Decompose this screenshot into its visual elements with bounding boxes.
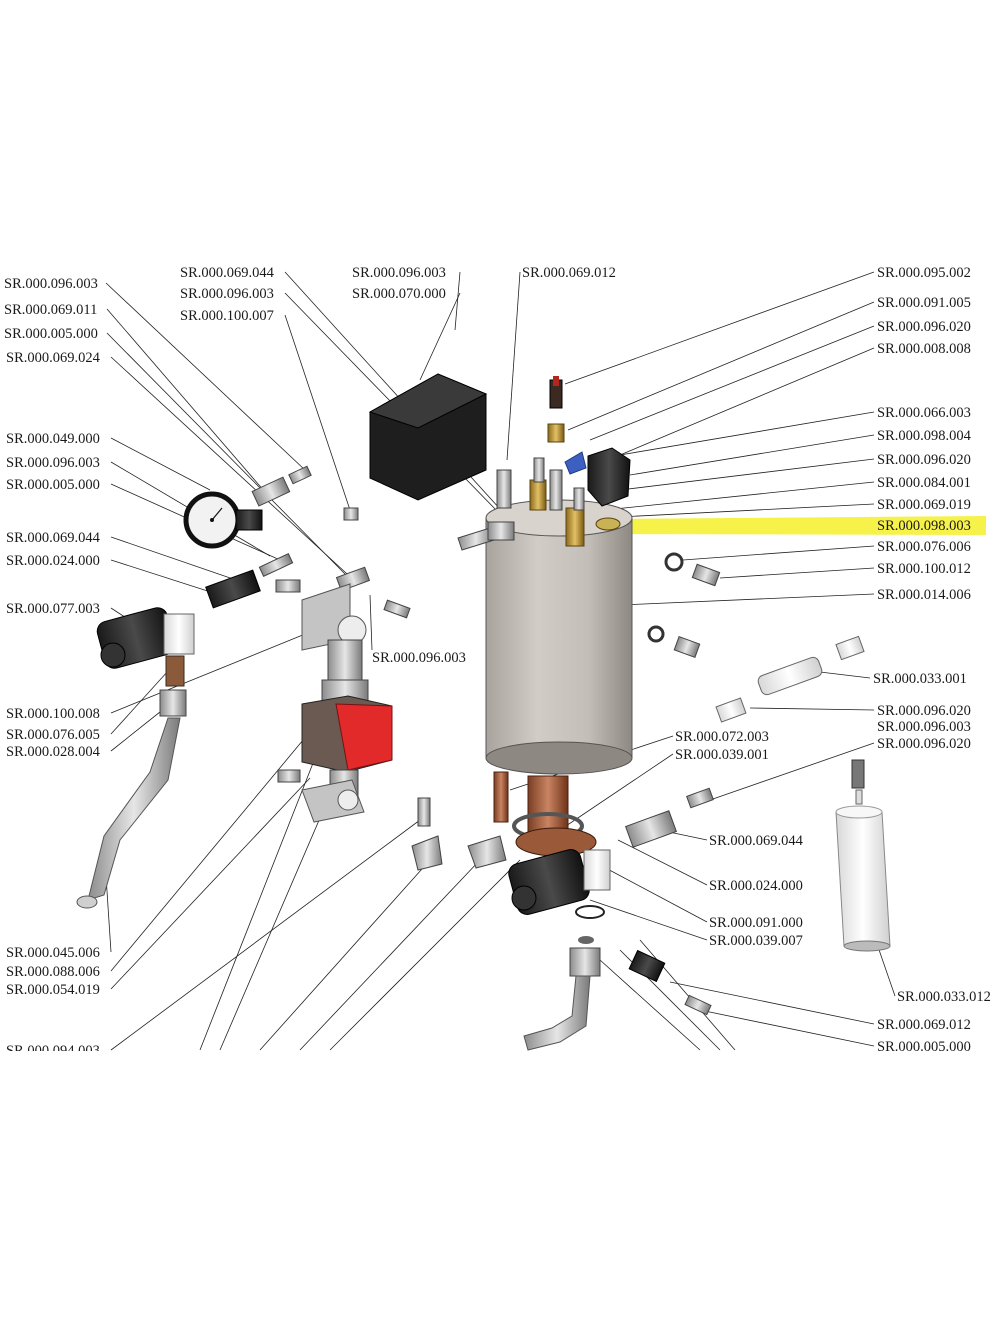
part-label: SR.000.072.003 (675, 729, 769, 745)
left-fittings (205, 566, 411, 619)
part-label: SR.000.098.004 (877, 428, 972, 444)
part-label: SR.000.096.020 (877, 703, 971, 719)
part-label: SR.000.014.006 (877, 587, 971, 603)
boiler-tank (485, 499, 633, 775)
part-label: SR.000.039.001 (675, 747, 769, 763)
part-label: SR.000.096.003 (6, 455, 100, 471)
heating-element (493, 771, 597, 857)
part-label: SR.000.096.003 (4, 276, 98, 292)
part-label: SR.000.069.012 (877, 1017, 971, 1033)
part-label: SR.000.100.008 (6, 706, 100, 722)
part-label: SR.000.005.000 (6, 477, 100, 493)
part-label: SR.000.069.044 (6, 530, 101, 546)
part-label: SR.000.077.003 (6, 601, 100, 617)
part-label: SR.000.070.000 (352, 286, 446, 302)
part-label: SR.000.066.003 (877, 405, 971, 421)
part-label: SR.000.069.024 (6, 350, 101, 366)
pump-assembly (277, 583, 393, 823)
part-label: SR.000.096.003 (372, 650, 466, 666)
part-label: SR.000.005.000 (4, 326, 98, 342)
bottom-solenoid-valve (508, 849, 611, 1051)
part-label: SR.000.100.012 (877, 561, 971, 577)
top-margin (0, 0, 1000, 264)
part-label: SR.000.096.003 (877, 719, 971, 735)
part-label: SR.000.069.019 (877, 497, 971, 513)
right-fittings (624, 552, 721, 1016)
part-label: SR.000.076.006 (877, 539, 971, 555)
pressure-gauge (183, 465, 312, 577)
part-label: SR.000.039.007 (709, 933, 803, 949)
part-label: SR.000.033.012 (897, 989, 991, 1005)
part-label: SR.000.069.044 (709, 833, 804, 849)
part-label: SR.000.069.011 (4, 302, 97, 318)
part-label: SR.000.008.008 (877, 341, 971, 357)
part-label: SR.000.028.004 (6, 744, 101, 760)
part-label: SR.000.091.005 (877, 295, 971, 311)
center-fittings (411, 797, 507, 871)
part-label: SR.000.096.003 (352, 265, 446, 281)
part-label: SR.000.095.002 (877, 265, 971, 281)
part-label: SR.000.045.006 (6, 945, 100, 961)
part-label: SR.000.091.000 (709, 915, 803, 931)
part-label: SR.000.088.006 (6, 964, 100, 980)
part-label-highlighted: SR.000.098.003 (877, 518, 971, 534)
part-label: SR.000.054.019 (6, 982, 100, 998)
part-label: SR.000.096.003 (180, 286, 274, 302)
highlight-band (600, 516, 986, 535)
left-solenoid-valve (76, 607, 195, 909)
check-valve (715, 635, 865, 723)
part-label: SR.000.024.000 (709, 878, 803, 894)
part-label: SR.000.100.007 (180, 308, 274, 324)
part-label: SR.000.096.020 (877, 736, 971, 752)
tank-top-fittings (457, 376, 631, 551)
part-label: SR.000.024.000 (6, 553, 100, 569)
part-label: SR.000.096.020 (877, 319, 971, 335)
bottom-margin (0, 1051, 1000, 1323)
leader-lines (105, 271, 896, 1051)
part-label: SR.000.076.005 (6, 727, 100, 743)
part-label: SR.000.049.000 (6, 431, 100, 447)
part-label: SR.000.069.044 (180, 265, 275, 281)
part-label: SR.000.033.001 (873, 671, 967, 687)
part-label: SR.000.084.001 (877, 475, 971, 491)
part-label: SR.000.069.012 (522, 265, 616, 281)
pressure-switch-box (343, 373, 488, 521)
water-filter (835, 759, 891, 952)
part-label: SR.000.096.020 (877, 452, 971, 468)
